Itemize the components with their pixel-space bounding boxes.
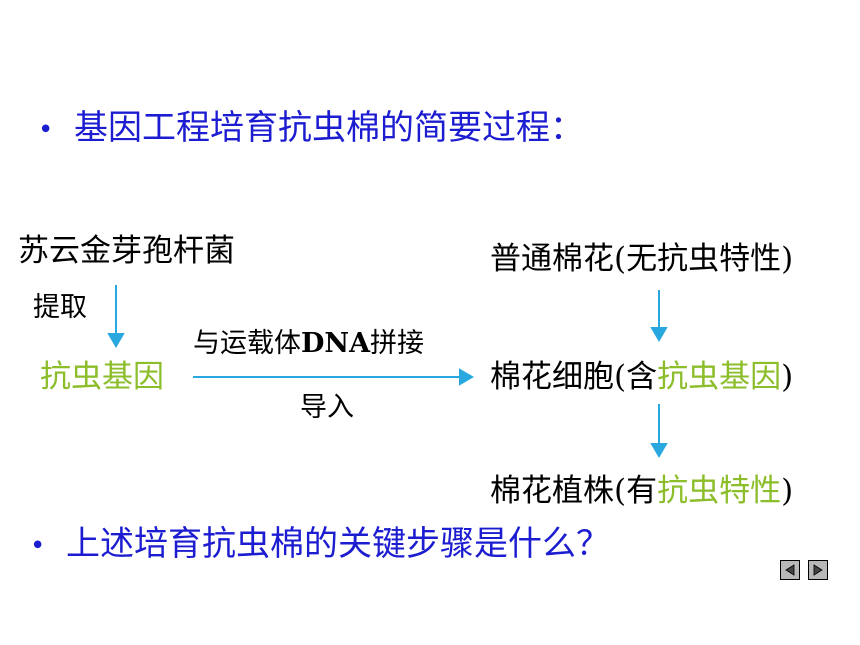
question-line: • 上述培育抗虫棉的关键步骤是什么？ xyxy=(30,524,610,566)
cotton-cell: 棉花细胞(含抗虫基因) xyxy=(490,358,793,396)
insect-resistance-gene: 抗虫基因 xyxy=(40,359,164,395)
extract-label: 提取 xyxy=(33,292,87,323)
triangle-right-icon xyxy=(812,561,824,580)
cotton-plant: 棉花植株(有抗虫特性) xyxy=(490,472,793,510)
import-label: 导入 xyxy=(300,392,354,423)
cotton-cell-suffix: ) xyxy=(781,359,794,395)
cotton-cell-gene: 抗虫基因 xyxy=(657,359,782,395)
prev-slide-button[interactable] xyxy=(780,560,800,580)
page-title: 基因工程培育抗虫棉的简要过程： xyxy=(74,108,584,148)
cotton-cell-prefix: 棉花细胞(含 xyxy=(490,359,658,395)
question-text: 上述培育抗虫棉的关键步骤是什么？ xyxy=(66,524,610,564)
cotton-plant-prefix: 棉花植株(有 xyxy=(490,473,658,509)
cotton-plant-suffix: ) xyxy=(781,473,794,509)
title-bullet: • xyxy=(38,115,54,145)
triangle-left-icon xyxy=(784,561,796,580)
question-bullet: • xyxy=(30,531,46,561)
ordinary-cotton: 普通棉花(无抗虫特性) xyxy=(490,241,794,277)
extract-arrow-head xyxy=(107,333,125,348)
splice-label-text: 与运载体DNA拼接 xyxy=(193,328,425,359)
cotton-to-cell-arrow-head xyxy=(650,327,668,342)
import-arrow-head xyxy=(459,368,474,386)
title-line: • 基因工程培育抗虫棉的简要过程： xyxy=(38,108,584,150)
splice-label: 与运载体DNA拼接 xyxy=(193,328,424,360)
cell-to-plant-arrow-head xyxy=(650,443,668,458)
cotton-plant-trait: 抗虫特性 xyxy=(657,473,782,509)
next-slide-button[interactable] xyxy=(808,560,828,580)
source-bacterium: 苏云金芽孢杆菌 xyxy=(18,233,235,269)
